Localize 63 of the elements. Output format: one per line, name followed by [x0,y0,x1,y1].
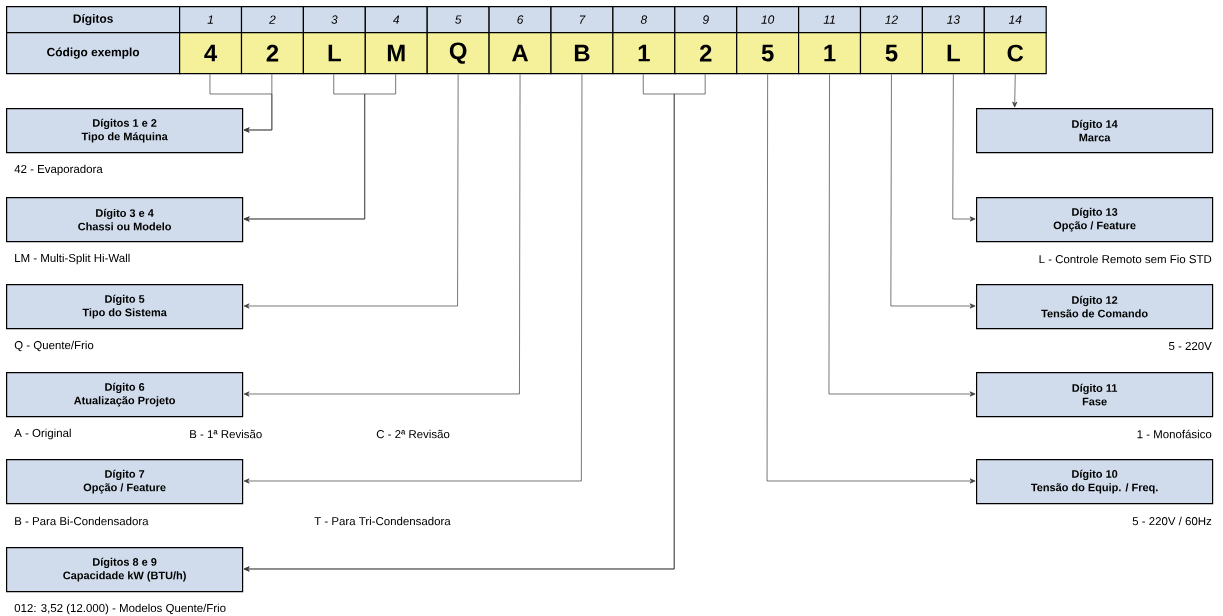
description-box: Dígito 3 e 4 Chassi ou Modelo [6,197,244,243]
value-text: Q - Quente/Frio [14,340,94,352]
description-box: Dígito 11 Fase [976,372,1214,418]
description-box: Dígito 10 Tensão do Equip. / Freq. [976,459,1214,505]
code-cell: 1 [612,32,676,75]
code-cell: 2 [674,32,738,75]
connector-arrow [243,73,273,133]
value-text: L - Controle Remoto sem Fio STD [1039,254,1212,264]
code-cell: 5 [859,32,923,75]
connector-arrow [243,73,521,397]
connector-arrow [243,73,396,222]
value-text: B - 1ª Revisão [190,429,262,439]
connector-arrow [828,73,976,397]
description-box: Dígitos 1 e 2 Tipo de Máquina [6,108,244,154]
table-cell: 8 [612,6,676,34]
description-box: Dígito 7 Opção / Feature [6,459,244,505]
table-cell: 6 [488,6,552,34]
value-text: T - Para Tri-Condensadora [314,516,451,526]
description-box: Dígito 5 Tipo do Sistema [6,284,244,330]
value-text: 5 - 220V / 60Hz [1132,516,1212,526]
table-cell: 3 [302,6,366,34]
code-cell: 4 [179,32,243,75]
description-box: Dígito 12 Tensão de Comando [976,284,1214,330]
code-cell: C [983,32,1047,75]
value-text: B - Para Bi-Condensadora [15,516,149,526]
table-cell: 5 [426,6,490,34]
table-cell: 14 [983,6,1047,34]
description-box: Dígito 6 Atualização Projeto [6,372,244,418]
value-text: LM - Multi-Split Hi-Wall [15,253,130,265]
code-cell: A [488,32,552,75]
code-cell: Q [426,32,490,75]
table-cell: 12 [859,6,923,34]
connector-arrow [890,73,976,309]
table-cell: 13 [921,6,985,34]
value-text: 012: 3,52 (12.000) - Modelos Quente/Frio [14,603,226,615]
connector-arrow [1012,73,1018,108]
value-text: 5 - 220V [1168,341,1212,351]
connector-arrow [243,73,583,484]
code-cell: M [364,32,428,75]
value-text: 1 - Monofásico [1137,429,1212,439]
table-cell: 1 [179,6,243,34]
table-cell: 2 [240,6,304,34]
table-cell: Código exemplo [6,32,181,75]
description-box: Dígitos 8 e 9 Capacidade kW (BTU/h) [6,547,244,593]
code-cell: B [550,32,614,75]
code-cell: L [921,32,985,75]
description-box: Dígito 14 Marca [976,108,1214,154]
table-cell: 4 [364,6,428,34]
value-text: A - Original [14,428,71,440]
connector-arrow [952,73,976,222]
code-cell: 1 [798,32,862,75]
table-cell: 9 [674,6,738,34]
code-cell: L [302,32,366,75]
value-text: C - 2ª Revisão [376,429,450,439]
value-text: 42 - Evaporadora [14,164,103,176]
code-cell: 2 [240,32,304,75]
table-cell: 7 [550,6,614,34]
table-cell: 11 [798,6,862,34]
description-box: Dígito 13 Opção / Feature [976,197,1214,243]
connector-arrow [243,73,459,309]
table-cell: 10 [736,6,800,34]
code-cell: 5 [736,32,800,75]
connector-arrow [766,73,976,484]
